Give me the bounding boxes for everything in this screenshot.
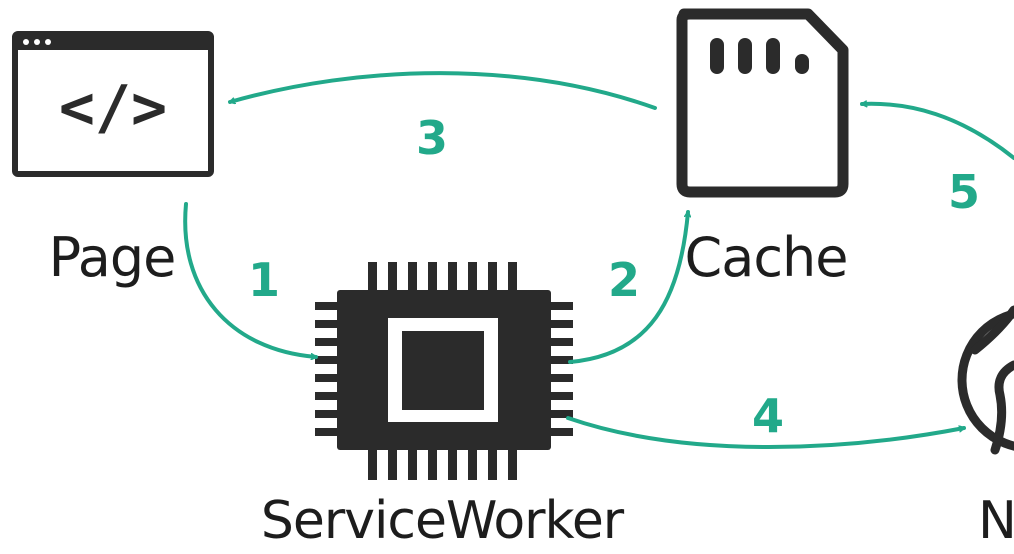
chip-pin [551,374,573,382]
chip-pin [551,338,573,346]
step-3-label: 3 [416,111,448,165]
chip-pin [488,262,497,292]
cache-label: Cache [685,226,848,289]
chip-pin [448,262,457,292]
chip-pin [408,262,417,292]
service-worker-label: ServiceWorker [261,491,625,551]
chip-pin [315,392,337,400]
chip-icon [315,262,573,480]
chip-pin [315,410,337,418]
sd-card-icon [676,8,849,198]
network-label: Ne [978,491,1014,551]
chip-pin [551,356,573,364]
chip-pin [488,450,497,480]
chip-pin [428,262,437,292]
step-1-label: 1 [248,253,280,307]
chip-pin [428,450,437,480]
chip-pin [551,410,573,418]
arrow-network-to-cache [860,104,1014,160]
chip-pin [408,450,417,480]
chip-pin [315,356,337,364]
chip-pin [551,320,573,328]
chip-pin [315,428,337,436]
chip-pin [468,262,477,292]
chip-pin [368,450,377,480]
chip-pin [551,302,573,310]
page-icon: </> [12,31,214,177]
chip-pin [315,338,337,346]
page-label: Page [49,226,176,289]
chip-pin [315,302,337,310]
arrow-service-worker-to-cache [568,210,688,364]
step-5-label: 5 [948,165,980,219]
step-4-label: 4 [752,389,784,443]
chip-pin [551,392,573,400]
chip-pin [468,450,477,480]
chip-pin [315,374,337,382]
code-glyph: </> [59,73,167,143]
globe-icon [957,305,1014,455]
arrow-page-to-service-worker [183,202,318,357]
chip-pin [368,262,377,292]
arrow-service-worker-to-network [566,416,966,449]
chip-pin [551,428,573,436]
chip-pin [508,262,517,292]
chip-pin [508,450,517,480]
chip-pin [388,262,397,292]
step-2-label: 2 [608,253,640,307]
chip-pin [448,450,457,480]
arrow-cache-to-page [228,71,657,110]
chip-pin [388,450,397,480]
chip-pin [315,320,337,328]
